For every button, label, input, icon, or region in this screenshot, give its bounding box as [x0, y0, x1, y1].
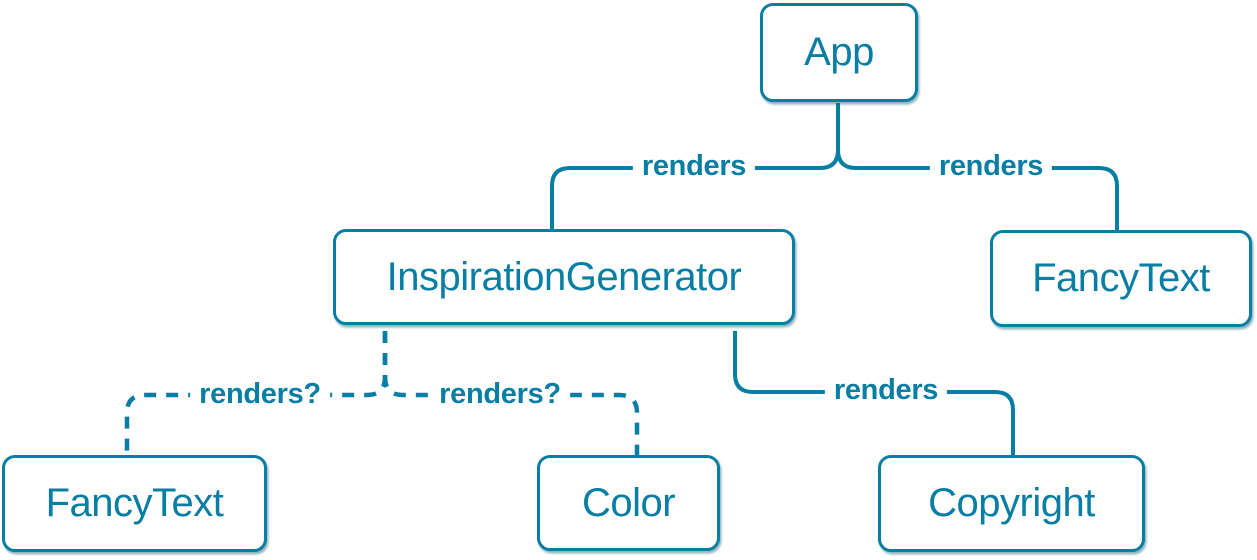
node-color: Color	[537, 455, 720, 551]
node-fancy-text-bottom: FancyText	[2, 455, 267, 552]
edge-label-renders-bottom: renders	[824, 374, 948, 407]
edge-label-renders-question-left: renders?	[190, 378, 330, 411]
node-fancy-text-top: FancyText	[990, 230, 1252, 327]
node-copyright: Copyright	[878, 455, 1145, 552]
node-inspiration-generator: InspirationGenerator	[333, 229, 795, 325]
edge-label-renders-question-right: renders?	[430, 378, 570, 411]
node-app: App	[760, 3, 918, 102]
edge-label-renders-right: renders	[929, 150, 1053, 183]
edge-label-renders-left: renders	[632, 150, 756, 183]
